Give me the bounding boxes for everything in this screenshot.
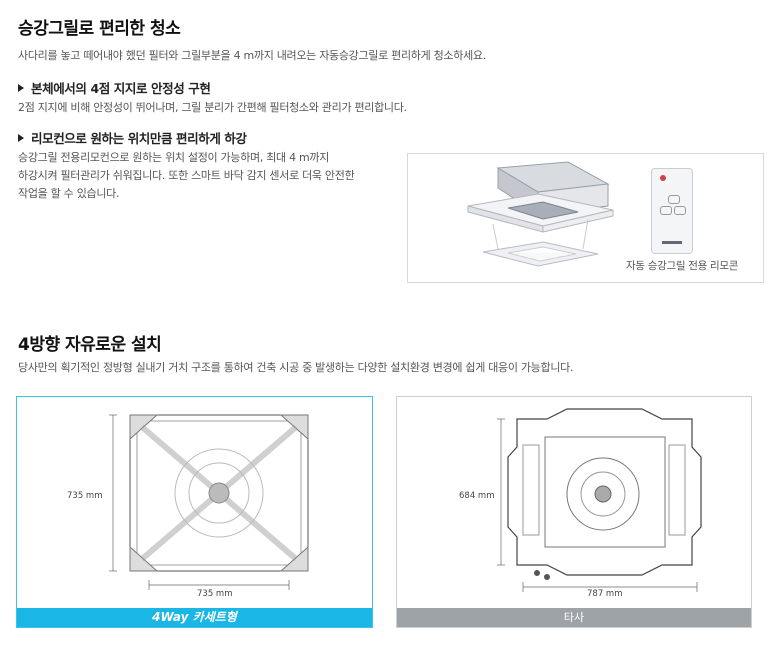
section-title-lifting-grille: 승강그릴로 편리한 청소 xyxy=(18,19,181,39)
point-body-remote-line2: 하강시켜 필터관리가 쉬워집니다. 또한 스마트 바닥 감지 센서로 더욱 안전… xyxy=(18,169,355,182)
panel-label-4way: 4Way 카세트형 xyxy=(17,608,372,627)
point-heading-text: 리모컨으로 원하는 위치만큼 편리하게 하강 xyxy=(31,131,247,146)
remote-button-icon xyxy=(660,206,672,215)
cassette-drawing-4way xyxy=(109,414,309,590)
section-intro-lifting-grille: 사다리를 놓고 떼어내야 했던 필터와 그릴부분을 4 m까지 내려오는 자동승… xyxy=(18,49,486,62)
remote-control-image xyxy=(651,168,693,254)
width-dimension-label: 787 mm xyxy=(587,589,623,599)
height-dimension-label: 684 mm xyxy=(459,491,495,501)
section-intro-installation: 당사만의 획기적인 정방형 실내기 거치 구조를 통하여 건축 시공 중 발생하… xyxy=(18,361,574,374)
width-dimension-label: 735 mm xyxy=(197,589,233,599)
point-body-stability: 2점 지지에 비해 안정성이 뛰어나며, 그릴 분리가 간편해 필터청소와 관리… xyxy=(18,101,407,114)
point-heading-stability: 본체에서의 4점 지지로 안정성 구현 xyxy=(18,78,211,97)
cassette-drawing-other xyxy=(497,408,702,592)
panel-4way-cassette: 735 mm 735 mm 4Way 카세트형 xyxy=(16,396,373,628)
section-title-installation: 4방향 자유로운 설치 xyxy=(18,335,162,355)
product-image-box: 자동 승강그릴 전용 리모콘 xyxy=(407,153,764,283)
point-heading-remote: 리모컨으로 원하는 위치만큼 편리하게 하강 xyxy=(18,128,247,147)
point-heading-text: 본체에서의 4점 지지로 안정성 구현 xyxy=(31,81,211,96)
remote-button-icon xyxy=(668,195,680,204)
remote-button-icon xyxy=(674,206,686,215)
panel-label-other: 타사 xyxy=(397,608,751,627)
remote-label-strip xyxy=(662,241,682,244)
height-dimension-label: 735 mm xyxy=(67,491,103,501)
point-body-remote-line1: 승강그릴 전용리모컨으로 원하는 위치 설정이 가능하며, 최대 4 m까지 xyxy=(18,151,330,164)
remote-logo-icon xyxy=(660,175,666,181)
bullet-triangle-icon xyxy=(18,134,24,142)
point-body-remote-line3: 작업을 할 수 있습니다. xyxy=(18,187,120,200)
remote-caption: 자동 승강그릴 전용 리모콘 xyxy=(626,260,739,272)
bullet-triangle-icon xyxy=(18,84,24,92)
panel-other-brand: 684 mm 787 mm 타사 xyxy=(396,396,752,628)
cassette-unit-image xyxy=(467,161,614,267)
